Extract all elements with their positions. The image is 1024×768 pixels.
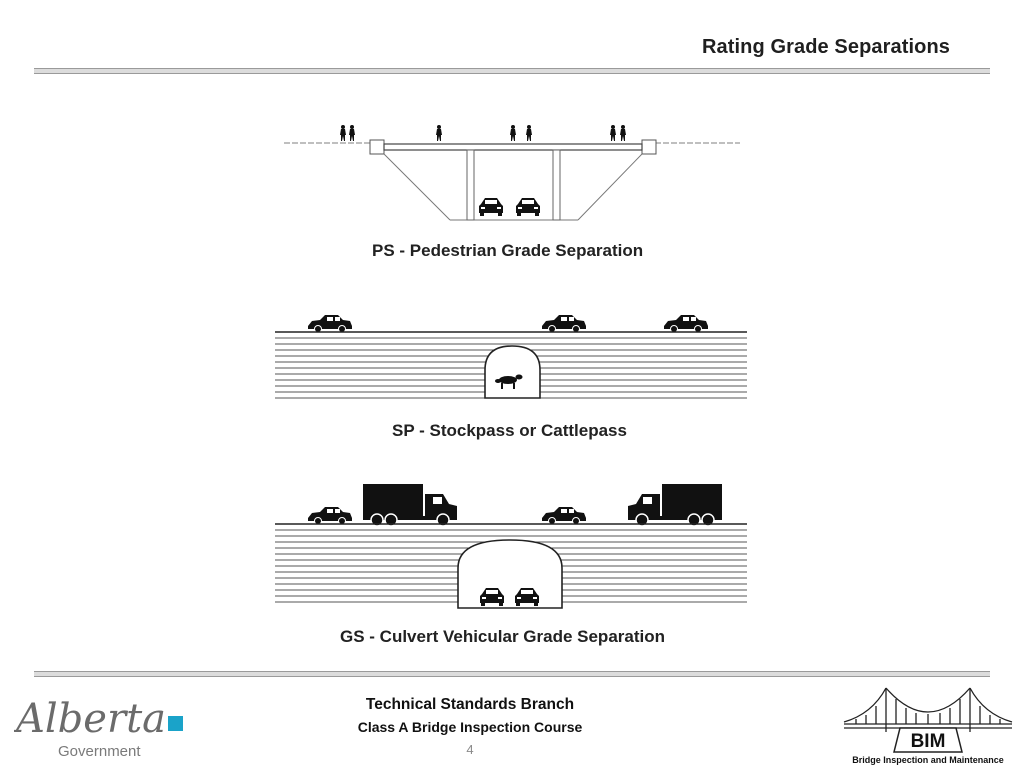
footer-course: Class A Bridge Inspection Course (357, 719, 583, 735)
ps-pedestrian-bridge (284, 125, 740, 221)
government-label: Government (58, 743, 141, 760)
bim-caption: Bridge Inspection and Maintenance (852, 755, 1004, 765)
gs-culvert-vehicular (274, 483, 748, 609)
sp-stockpass (274, 314, 748, 399)
caption-gs: GS - Culvert Vehicular Grade Separation (340, 627, 665, 646)
alberta-government-logo: Alberta Government (14, 696, 183, 760)
bim-logo: BIM Bridge Inspection and Maintenance (843, 687, 1013, 765)
bim-wordmark: BIM (911, 731, 946, 752)
slide-title: Rating Grade Separations (701, 36, 950, 58)
suspension-bridge-icon (843, 687, 1013, 732)
caption-sp: SP - Stockpass or Cattlepass (392, 421, 627, 440)
page-number: 4 (466, 742, 474, 757)
caption-ps: PS - Pedestrian Grade Separation (372, 241, 643, 260)
alberta-wordmark: Alberta (14, 696, 166, 742)
footer-divider (34, 671, 990, 677)
grade-separation-diagram: PS - Pedestrian Grade Separation SP - St… (274, 125, 748, 646)
footer-branch: Technical Standards Branch (365, 696, 575, 713)
header-divider (34, 68, 990, 74)
alberta-accent-square (168, 716, 183, 731)
